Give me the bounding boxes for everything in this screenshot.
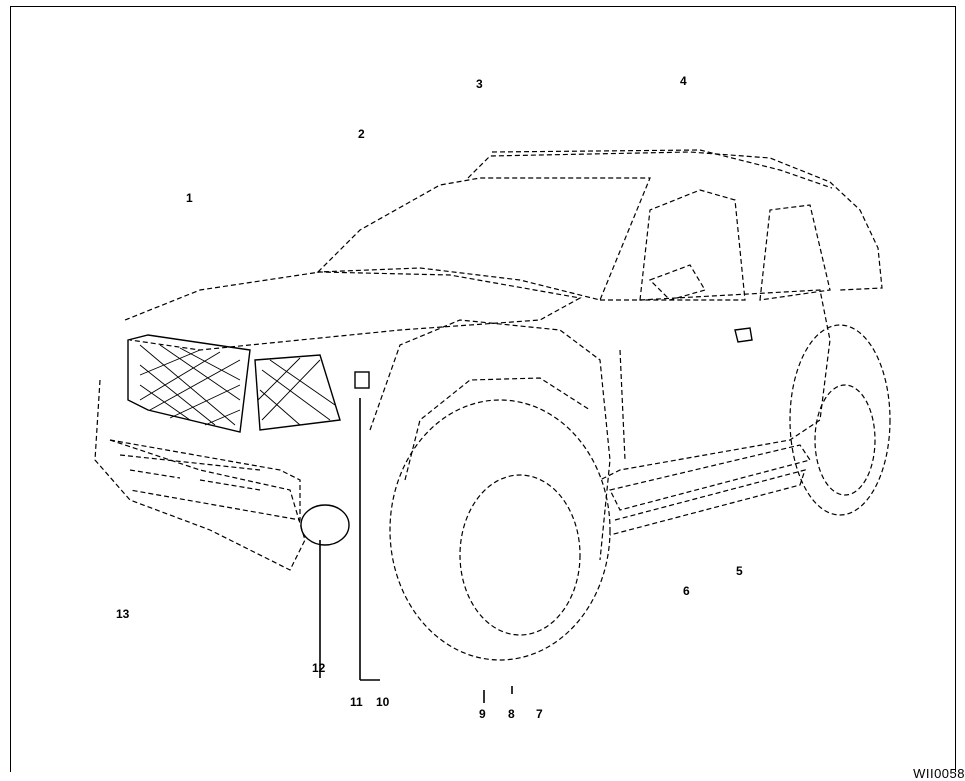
headlight-mesh bbox=[257, 357, 336, 426]
door-handle bbox=[734, 327, 753, 343]
bumper-vents bbox=[119, 454, 261, 491]
bumper-lower bbox=[109, 439, 301, 521]
windshield bbox=[316, 177, 651, 301]
callout-3: 3 bbox=[476, 77, 483, 91]
callout-8: 8 bbox=[508, 707, 515, 721]
headlight bbox=[254, 354, 341, 431]
body-side bbox=[599, 289, 831, 481]
hood bbox=[124, 271, 582, 351]
callout-12: 12 bbox=[312, 661, 326, 675]
fog-light bbox=[300, 504, 350, 546]
front-tire bbox=[389, 399, 611, 661]
front-door-window bbox=[639, 189, 746, 301]
callout-5: 5 bbox=[736, 564, 743, 578]
callout-2: 2 bbox=[358, 127, 365, 141]
front-fender bbox=[369, 319, 611, 561]
side-step bbox=[609, 444, 811, 511]
callout-11: 11 bbox=[350, 695, 363, 709]
rear-door-window bbox=[759, 204, 831, 301]
roof-outline bbox=[467, 151, 883, 291]
callout-6: 6 bbox=[683, 584, 690, 598]
grille bbox=[127, 334, 251, 433]
fender-emblem bbox=[354, 371, 370, 389]
grille-mesh bbox=[139, 344, 241, 426]
figure-code: WII0058 bbox=[913, 766, 965, 781]
rear-rim bbox=[814, 384, 876, 496]
side-step-lower bbox=[609, 469, 806, 536]
callout-1: 1 bbox=[186, 191, 193, 205]
front-rim bbox=[459, 474, 581, 636]
callout-4: 4 bbox=[680, 74, 687, 88]
callout-10: 10 bbox=[376, 695, 390, 709]
b-pillar bbox=[619, 349, 626, 461]
side-mirror bbox=[648, 264, 706, 301]
front-bumper bbox=[94, 379, 306, 571]
callout-7: 7 bbox=[536, 707, 543, 721]
callout-9: 9 bbox=[479, 707, 486, 721]
callout-13: 13 bbox=[116, 607, 130, 621]
wheel-arch-liner bbox=[404, 377, 591, 481]
figure-frame bbox=[10, 6, 956, 772]
rear-tire bbox=[789, 324, 891, 516]
roof-rail bbox=[491, 149, 833, 189]
